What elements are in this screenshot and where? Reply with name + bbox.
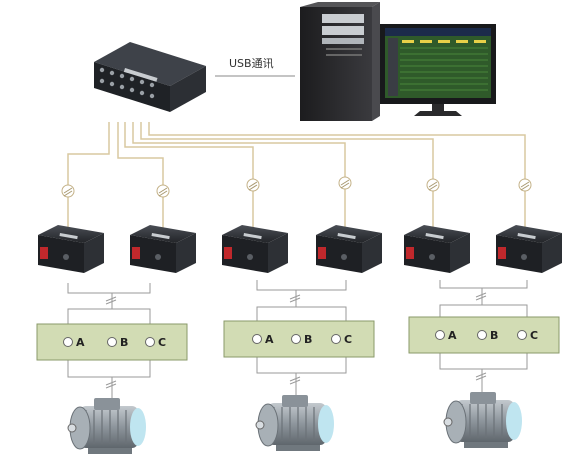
sensor-module (222, 225, 288, 273)
sensor-modules (38, 225, 562, 273)
terminal-label-c: C (530, 329, 538, 342)
wire-marker (246, 178, 260, 192)
sensor-module (38, 225, 104, 273)
usb-link: USB通讯 (215, 57, 295, 77)
terminal-label-c: C (344, 333, 352, 346)
terminal-label-b: B (304, 333, 312, 346)
sensor-module (130, 225, 196, 273)
terminal-block: A B C (223, 320, 375, 358)
terminal-label-a: A (448, 329, 457, 342)
wire-marker (61, 184, 75, 198)
sensor-module (316, 225, 382, 273)
usb-label: USB通讯 (229, 57, 274, 70)
wire-marker (518, 178, 532, 192)
bus-wires (67, 122, 526, 228)
terminal-block: A B C (408, 316, 560, 354)
power-wiring (67, 280, 528, 398)
wire-marker (156, 184, 170, 198)
terminal-block: A B C (36, 323, 188, 361)
motor (67, 398, 146, 454)
terminal-label-a: A (76, 336, 85, 349)
terminal-label-a: A (265, 333, 274, 346)
wire-marker (338, 176, 352, 190)
motor (255, 395, 334, 451)
terminal-label-c: C (158, 336, 166, 349)
terminal-label-b: B (490, 329, 498, 342)
wire-marker (426, 178, 440, 192)
monitor (380, 24, 496, 116)
sensor-module (496, 225, 562, 273)
motor (443, 392, 522, 448)
wire-markers (61, 176, 532, 198)
sensor-module (404, 225, 470, 273)
acquisition-hub (94, 42, 206, 112)
desktop-tower (300, 2, 380, 121)
terminal-label-b: B (120, 336, 128, 349)
